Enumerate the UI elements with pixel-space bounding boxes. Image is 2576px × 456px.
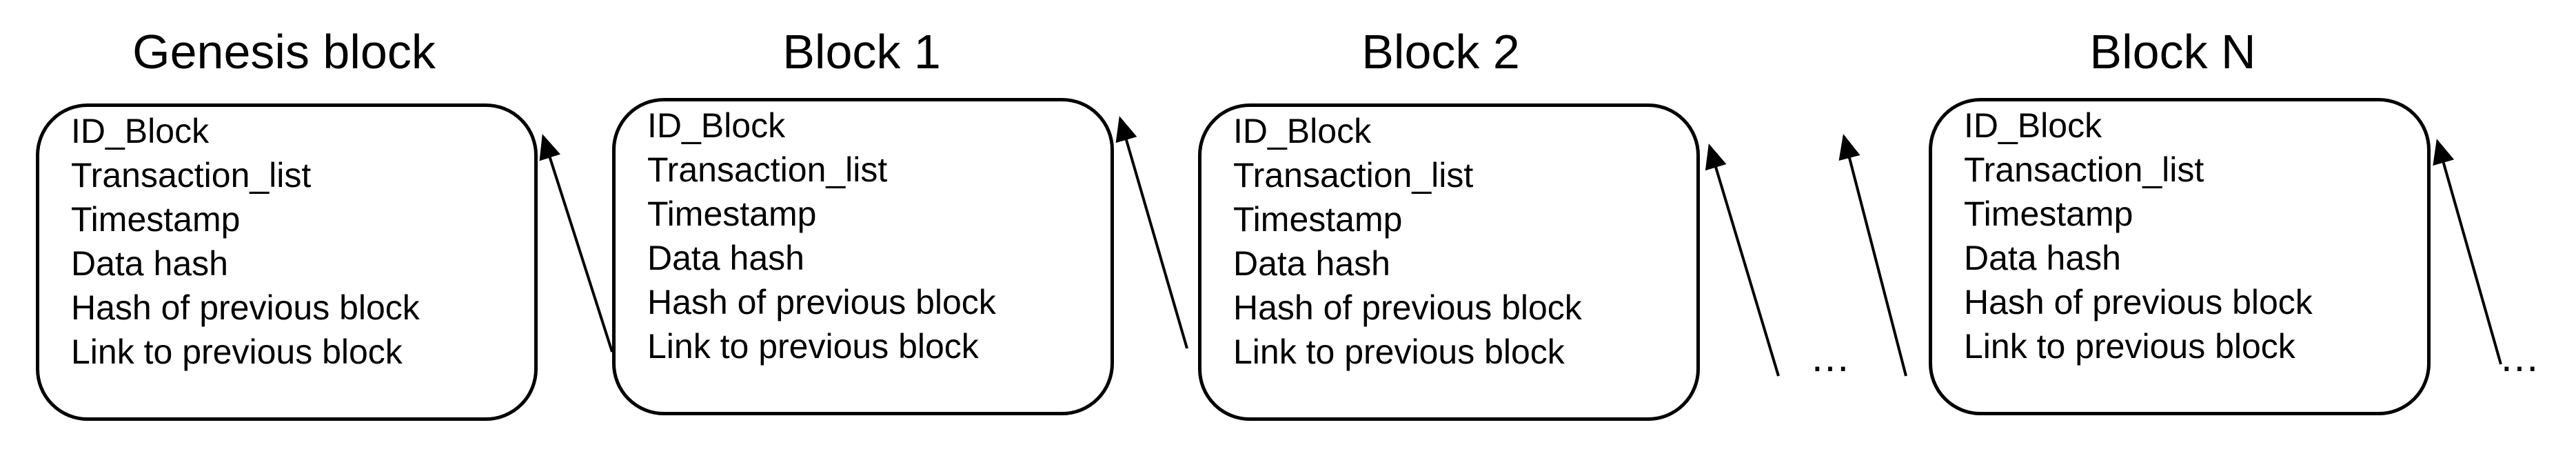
field-id-block: ID_Block bbox=[1964, 106, 2102, 145]
ellipsis-between-blocks: ... bbox=[1812, 334, 1851, 380]
field-id-block: ID_Block bbox=[1233, 112, 1372, 150]
block-2-box: ID_Block Transaction_list Timestamp Data… bbox=[1198, 103, 1700, 421]
field-hash-of-previous-block: Hash of previous block bbox=[1964, 283, 2313, 321]
genesis-block-box: ID_Block Transaction_list Timestamp Data… bbox=[36, 103, 538, 421]
field-timestamp: Timestamp bbox=[647, 195, 817, 233]
field-data-hash: Data hash bbox=[647, 239, 804, 277]
block-2-title: Block 2 bbox=[1361, 25, 1520, 79]
block-n-title: Block N bbox=[2089, 25, 2256, 79]
field-transaction-list: Transaction_list bbox=[1964, 150, 2204, 189]
field-link-to-previous-block: Link to previous block bbox=[71, 333, 403, 371]
field-timestamp: Timestamp bbox=[71, 200, 241, 239]
field-link-to-previous-block: Link to previous block bbox=[1233, 333, 1565, 371]
field-timestamp: Timestamp bbox=[1964, 195, 2133, 233]
field-hash-of-previous-block: Hash of previous block bbox=[647, 283, 996, 321]
field-data-hash: Data hash bbox=[1233, 244, 1390, 283]
block-1-box: ID_Block Transaction_list Timestamp Data… bbox=[612, 98, 1114, 415]
field-transaction-list: Transaction_list bbox=[71, 156, 312, 195]
block-1-title: Block 1 bbox=[782, 25, 941, 79]
field-link-to-previous-block: Link to previous block bbox=[1964, 327, 2295, 366]
field-link-to-previous-block: Link to previous block bbox=[647, 327, 979, 366]
link-arrow-block-2-to-block-1 bbox=[1115, 116, 1188, 349]
field-data-hash: Data hash bbox=[71, 244, 228, 283]
field-hash-of-previous-block: Hash of previous block bbox=[71, 288, 420, 327]
link-arrow-block-2-outgoing bbox=[1705, 143, 1780, 377]
field-id-block: ID_Block bbox=[647, 106, 786, 145]
field-hash-of-previous-block: Hash of previous block bbox=[1233, 288, 1582, 327]
field-transaction-list: Transaction_list bbox=[647, 150, 888, 189]
genesis-block-title: Genesis block bbox=[132, 25, 436, 79]
link-arrow-block-n-outgoing bbox=[1838, 134, 1907, 377]
link-arrow-block-1-to-genesis bbox=[539, 134, 613, 353]
field-transaction-list: Transaction_list bbox=[1233, 156, 1474, 195]
ellipsis-after-block-n: ... bbox=[2501, 334, 2540, 380]
field-data-hash: Data hash bbox=[1964, 239, 2121, 277]
link-arrow-after-block-n bbox=[2433, 139, 2502, 365]
field-id-block: ID_Block bbox=[71, 112, 210, 150]
field-timestamp: Timestamp bbox=[1233, 200, 1403, 239]
block-n-box: ID_Block Transaction_list Timestamp Data… bbox=[1929, 98, 2431, 415]
